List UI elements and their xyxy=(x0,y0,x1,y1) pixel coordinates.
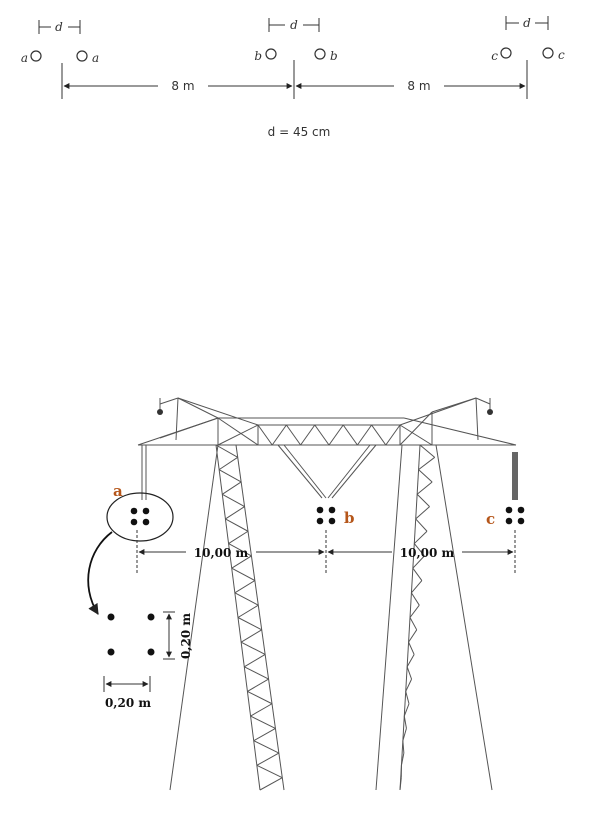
phase-spacing-label: 10,00 m xyxy=(400,546,455,560)
conductor-arrangement-diagram: d a a d b b d c c xyxy=(21,16,565,139)
insulator-c xyxy=(512,452,518,500)
conductor-circle xyxy=(501,48,511,58)
conductor-label: a xyxy=(92,51,99,65)
bundle-vertical-spacing-label: 0,20 m xyxy=(179,613,193,659)
tower-legs xyxy=(170,445,492,790)
phase-label-c: c xyxy=(486,510,495,528)
bundle-b xyxy=(317,507,336,525)
conductor-label: c xyxy=(558,48,565,62)
conductor-label: b xyxy=(254,49,262,63)
phase-spacing-dimension: 10,00 m 10,00 m xyxy=(137,530,515,574)
conductor-circle xyxy=(77,51,87,61)
detail-pointer-arrow xyxy=(88,532,112,614)
phase-label-a: a xyxy=(113,482,123,500)
conductor-circle xyxy=(31,51,41,61)
spacing-label: 8 m xyxy=(171,79,194,93)
bundle-a xyxy=(107,493,173,541)
bundle-c xyxy=(506,507,525,525)
d-label: d xyxy=(523,16,531,30)
conductor-label: c xyxy=(491,49,498,63)
tower-diagram: a b c 10,00 m 10,00 m 0,20 m xyxy=(88,398,524,790)
conductor-circle xyxy=(315,49,325,59)
phase-label-b: b xyxy=(344,509,355,527)
insulator-a xyxy=(142,445,146,500)
phase-a-group: d a a xyxy=(21,20,99,65)
conductor-circle xyxy=(266,49,276,59)
phase-spacing-label: 10,00 m xyxy=(194,546,249,560)
d-label: d xyxy=(55,20,63,34)
conductor-label: a xyxy=(21,51,28,65)
insulator-b xyxy=(278,445,376,498)
shield-wire-left xyxy=(157,398,163,415)
spacing-label: 8 m xyxy=(407,79,430,93)
tower-cross-arm xyxy=(138,398,516,445)
conductor-circle xyxy=(543,48,553,58)
bundle-detail: 0,20 m 0,20 m xyxy=(104,612,193,710)
d-label: d xyxy=(290,18,298,32)
conductor-label: b xyxy=(330,49,338,63)
bundle-horizontal-spacing-label: 0,20 m xyxy=(105,696,151,710)
phase-c-group: d c c xyxy=(491,16,565,63)
phase-b-group: d b b xyxy=(254,18,337,63)
bundle-a-highlight xyxy=(107,493,173,541)
shield-wire-right xyxy=(487,398,493,415)
d-value-note: d = 45 cm xyxy=(268,125,331,139)
